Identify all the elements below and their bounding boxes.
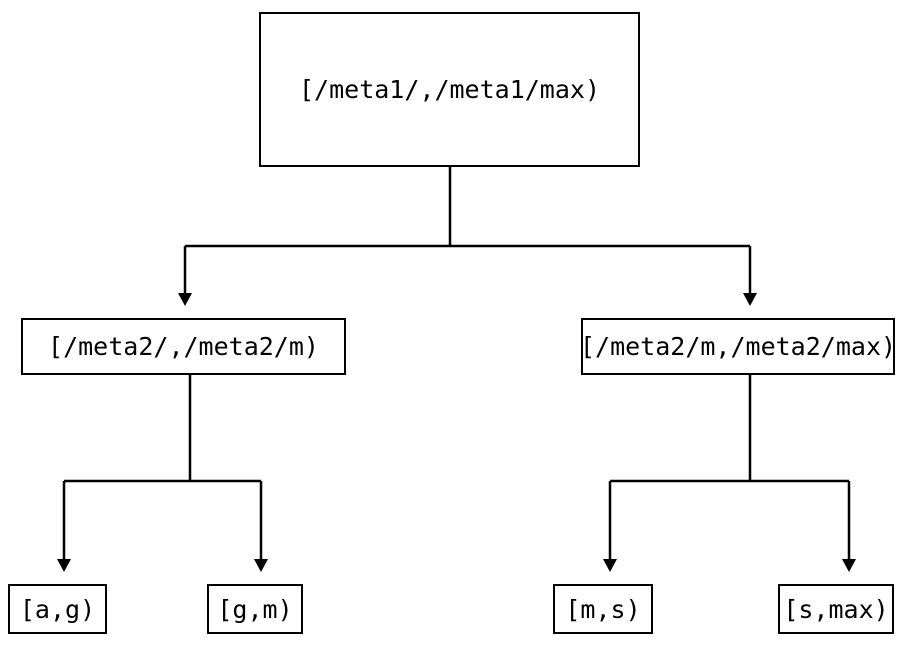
node-mid-left[interactable]: [/meta2/,/meta2/m) (21, 318, 346, 375)
node-leaf-g-m[interactable]: [g,m) (207, 584, 303, 634)
arrowhead-to-leafag-icon (57, 559, 71, 572)
node-root[interactable]: [/meta1/,/meta1/max) (259, 12, 640, 167)
node-root-label: [/meta1/,/meta1/max) (298, 75, 601, 104)
node-mid-right-label: [/meta2/m,/meta2/max) (579, 332, 897, 361)
node-leaf-a-g-label: [a,g) (19, 594, 96, 624)
node-leaf-g-m-label: [g,m) (217, 594, 293, 624)
arrowhead-to-leafsmax-icon (842, 559, 856, 572)
node-mid-right[interactable]: [/meta2/m,/meta2/max) (579, 318, 897, 375)
node-leaf-m-s[interactable]: [m,s) (553, 584, 653, 634)
node-mid-left-label: [/meta2/,/meta2/m) (48, 332, 319, 361)
node-leaf-a-g[interactable]: [a,g) (8, 584, 107, 634)
node-leaf-m-s-label: [m,s) (565, 594, 641, 624)
arrowhead-to-midleft-icon (178, 293, 192, 306)
arrowhead-to-leafgm-icon (254, 559, 268, 572)
node-leaf-s-max[interactable]: [s,max) (778, 584, 894, 634)
arrowhead-to-midright-icon (743, 293, 757, 306)
arrowhead-to-leafms-icon (603, 559, 617, 572)
node-leaf-s-max-label: [s,max) (783, 594, 889, 624)
